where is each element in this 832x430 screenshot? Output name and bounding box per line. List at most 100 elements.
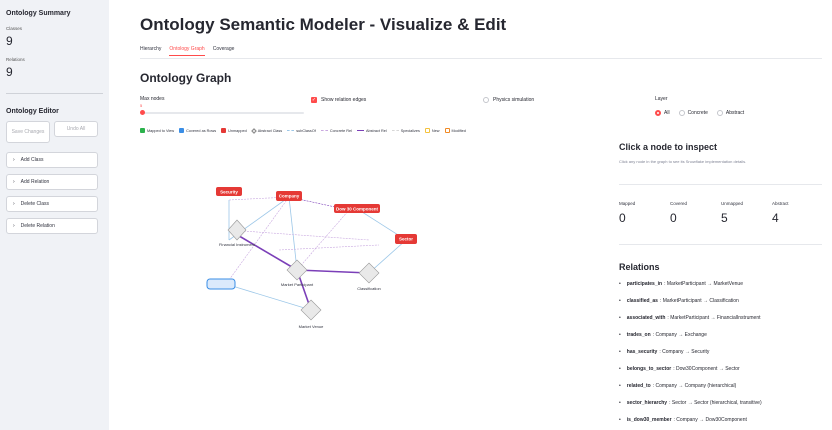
max-nodes-label: Max nodes <box>140 96 165 102</box>
relation-item: •sector_hierarchy: Sector → Sector (hier… <box>619 400 762 406</box>
tab-ontology-graph[interactable]: Ontology Graph <box>169 46 205 56</box>
metric-label: Covered <box>670 201 688 206</box>
tab-bar: Hierarchy Ontology Graph Coverage <box>140 46 234 56</box>
editor-title: Ontology Editor <box>6 108 59 115</box>
node-label: Company <box>279 194 300 199</box>
legend-label: Unmapped <box>228 128 247 133</box>
node-company[interactable]: Company <box>276 191 302 201</box>
layer-option-concrete[interactable]: Concrete <box>678 110 708 116</box>
node-market-participant[interactable]: Market Participant <box>281 259 314 287</box>
covered-swatch-icon <box>179 128 185 133</box>
relation-item: •participates_in: MarketParticipant → Ma… <box>619 281 743 287</box>
delete-relation-label: Delete Relation <box>20 223 55 229</box>
metric-value: 0 <box>670 211 677 225</box>
node-market-venue[interactable]: Market Venue <box>299 299 324 329</box>
undo-all-button[interactable]: Undo All <box>54 121 98 137</box>
legend-item: New <box>424 128 440 133</box>
classes-label: Classes <box>6 26 23 31</box>
relation-desc: MarketParticipant → FinancialInstrument <box>670 315 761 321</box>
relation-desc: MarketParticipant → Classification <box>662 298 739 304</box>
node-exchange[interactable] <box>206 278 236 290</box>
sidebar-divider <box>6 93 103 94</box>
main-content: Ontology Semantic Modeler - Visualize & … <box>109 0 832 430</box>
max-nodes-slider[interactable] <box>142 112 304 114</box>
relation-desc: Company → Company (hierarchical) <box>655 383 737 389</box>
node-financial-instrument[interactable]: Financial Instrument <box>219 163 276 247</box>
legend-item: Abstract Rel <box>357 128 387 133</box>
slider-handle[interactable] <box>140 110 145 115</box>
legend-label: Specializes <box>400 128 420 133</box>
layer-label: Layer <box>655 96 668 102</box>
graph-nodes: Security Company Dow 30 Component Sector… <box>206 163 417 329</box>
layer-radio-group: All Concrete Abstract <box>655 110 744 116</box>
relation-item: •belongs_to_sector: Dow30Component → Sec… <box>619 366 740 372</box>
show-edges-checkbox[interactable]: ✓ Show relation edges <box>311 97 366 103</box>
node-sector[interactable]: Sector <box>395 234 417 244</box>
tab-hierarchy[interactable]: Hierarchy <box>140 46 162 52</box>
inspector-subtitle: Click any node in the graph to see its S… <box>619 159 747 164</box>
relation-name: has_security <box>626 349 658 355</box>
inspector-divider <box>619 184 822 185</box>
radio-icon <box>716 110 723 116</box>
legend-item: Specializes <box>391 128 420 133</box>
edge <box>288 196 298 271</box>
relations-label: Relations <box>6 57 25 62</box>
dashed-line-icon <box>320 130 328 131</box>
add-class-button[interactable]: ›Add Class <box>6 152 98 168</box>
legend-item: Concrete Rel <box>320 128 352 133</box>
legend-label: Concrete Rel <box>329 128 352 133</box>
legend-label: subClassOf <box>296 128 316 133</box>
toggle-off-icon <box>483 97 489 103</box>
node-label: Dow 30 Component <box>336 207 379 212</box>
delete-class-button[interactable]: ›Delete Class <box>6 196 98 212</box>
node-security[interactable]: Security <box>216 187 242 196</box>
physics-label: Physics simulation <box>493 97 535 103</box>
relation-item: •is_dow30_member: Company → Dow30Compone… <box>619 417 747 423</box>
physics-checkbox[interactable]: Physics simulation <box>483 97 534 103</box>
add-relation-button[interactable]: ›Add Relation <box>6 174 98 190</box>
metric-value: 0 <box>619 211 626 225</box>
legend-label: Mapped to View <box>147 128 175 133</box>
tab-coverage[interactable]: Coverage <box>212 46 235 52</box>
dashed-line-icon <box>287 130 295 131</box>
layer-option-abstract[interactable]: Abstract <box>716 110 744 116</box>
delete-class-label: Delete Class <box>20 201 50 207</box>
save-changes-button[interactable]: Save Changes <box>6 121 50 143</box>
tabs-divider <box>140 58 822 59</box>
relation-item: •has_security: Company → Security <box>619 349 710 355</box>
relations-divider <box>619 244 822 245</box>
node-label: Security <box>220 190 238 195</box>
relations-value: 9 <box>6 65 13 79</box>
node-label: Market Venue <box>299 324 324 329</box>
edge <box>228 196 290 201</box>
legend-item: subClassOf <box>287 128 316 133</box>
node-label: Classification <box>357 286 381 291</box>
relation-item: •trades_on: Company → Exchange <box>619 332 707 338</box>
modified-swatch-icon <box>444 128 450 133</box>
legend-label: New <box>431 128 440 133</box>
relation-desc: Company → Security <box>662 349 710 355</box>
legend-item: Covered as Rows <box>179 128 216 133</box>
legend-item: Mapped to View <box>140 128 174 133</box>
node-classification[interactable]: Classification <box>357 262 381 291</box>
new-swatch-icon <box>424 128 430 133</box>
summary-title: Ontology Summary <box>6 10 71 17</box>
relation-desc: Dow30Component → Sector <box>676 366 740 372</box>
inspector-title: Click a node to inspect <box>619 142 718 152</box>
layer-option-all[interactable]: All <box>655 110 670 116</box>
metric-covered: Covered 0 <box>670 201 721 225</box>
node-dow30[interactable]: Dow 30 Component <box>334 204 380 213</box>
sidebar: Ontology Summary Classes 9 Relations 9 O… <box>0 0 109 430</box>
ontology-graph-canvas[interactable]: Security Company Dow 30 Component Sector… <box>169 160 569 350</box>
show-edges-label: Show relation edges <box>321 97 367 103</box>
dashed-line-icon <box>391 130 399 131</box>
delete-relation-button[interactable]: ›Delete Relation <box>6 218 98 234</box>
legend-label: Covered as Rows <box>186 128 217 133</box>
legend-item: Modified <box>444 128 466 133</box>
relation-desc: Company → Exchange <box>655 332 707 338</box>
relation-name: is_dow30_member <box>626 417 672 423</box>
legend-label: Abstract Class <box>257 128 283 133</box>
relations-title: Relations <box>619 262 660 272</box>
unmapped-swatch-icon <box>221 128 227 133</box>
